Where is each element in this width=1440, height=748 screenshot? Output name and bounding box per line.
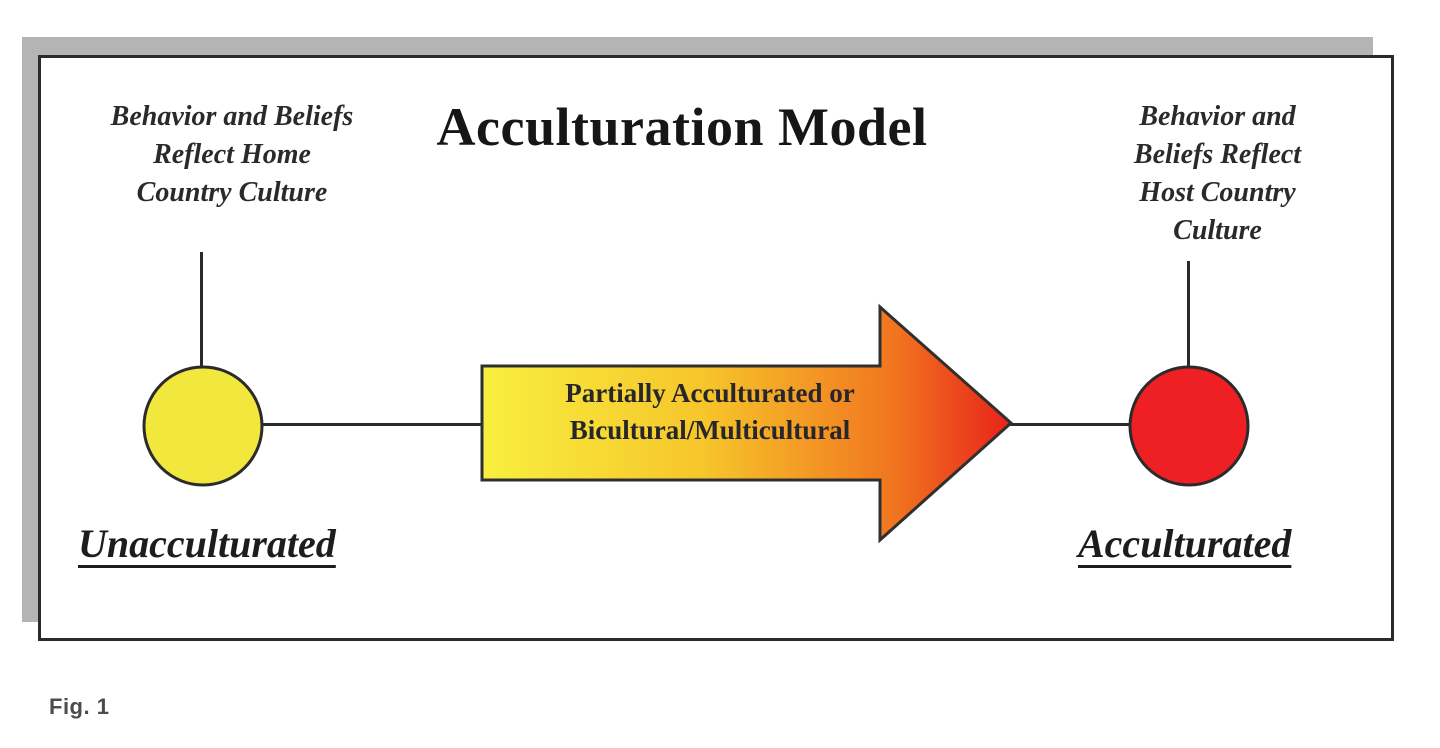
arrow-shape — [480, 303, 1014, 544]
caption-line: Culture — [1173, 215, 1262, 246]
home-culture-caption: Behavior and Beliefs Reflect Home Countr… — [82, 98, 382, 212]
arrow-label: Partially Acculturated or Bicultural/Mul… — [530, 375, 890, 449]
acculturated-label: Acculturated — [1078, 521, 1292, 566]
caption-line: Host Country — [1139, 177, 1296, 208]
caption-line: Beliefs Reflect — [1133, 139, 1302, 170]
host-culture-caption: Behavior and Beliefs Reflect Host Countr… — [1100, 98, 1335, 250]
model-box — [38, 55, 1394, 641]
caption-line: Behavior and — [1139, 101, 1296, 132]
page-title: Acculturation Model — [436, 97, 928, 157]
acculturated-node-circle — [1128, 365, 1250, 487]
arrow-label-line: Partially Acculturated or — [565, 378, 855, 408]
caption-line: Reflect Home — [153, 139, 311, 170]
gradient-arrow — [480, 303, 1014, 544]
left-horizontal-line — [262, 423, 484, 426]
left-stem-line — [200, 252, 203, 366]
unacculturated-label: Unacculturated — [78, 521, 336, 566]
arrow-label-line: Bicultural/Multicultural — [569, 415, 851, 445]
acculturated-node — [1128, 365, 1250, 487]
figure-number-caption: Fig. 1 — [49, 694, 110, 719]
right-stem-line — [1187, 261, 1190, 367]
unacculturated-node — [142, 365, 264, 487]
caption-line: Country Culture — [136, 177, 328, 208]
caption-line: Behavior and Beliefs — [110, 101, 354, 132]
right-horizontal-line — [1010, 423, 1130, 426]
unacculturated-node-circle — [142, 365, 264, 487]
